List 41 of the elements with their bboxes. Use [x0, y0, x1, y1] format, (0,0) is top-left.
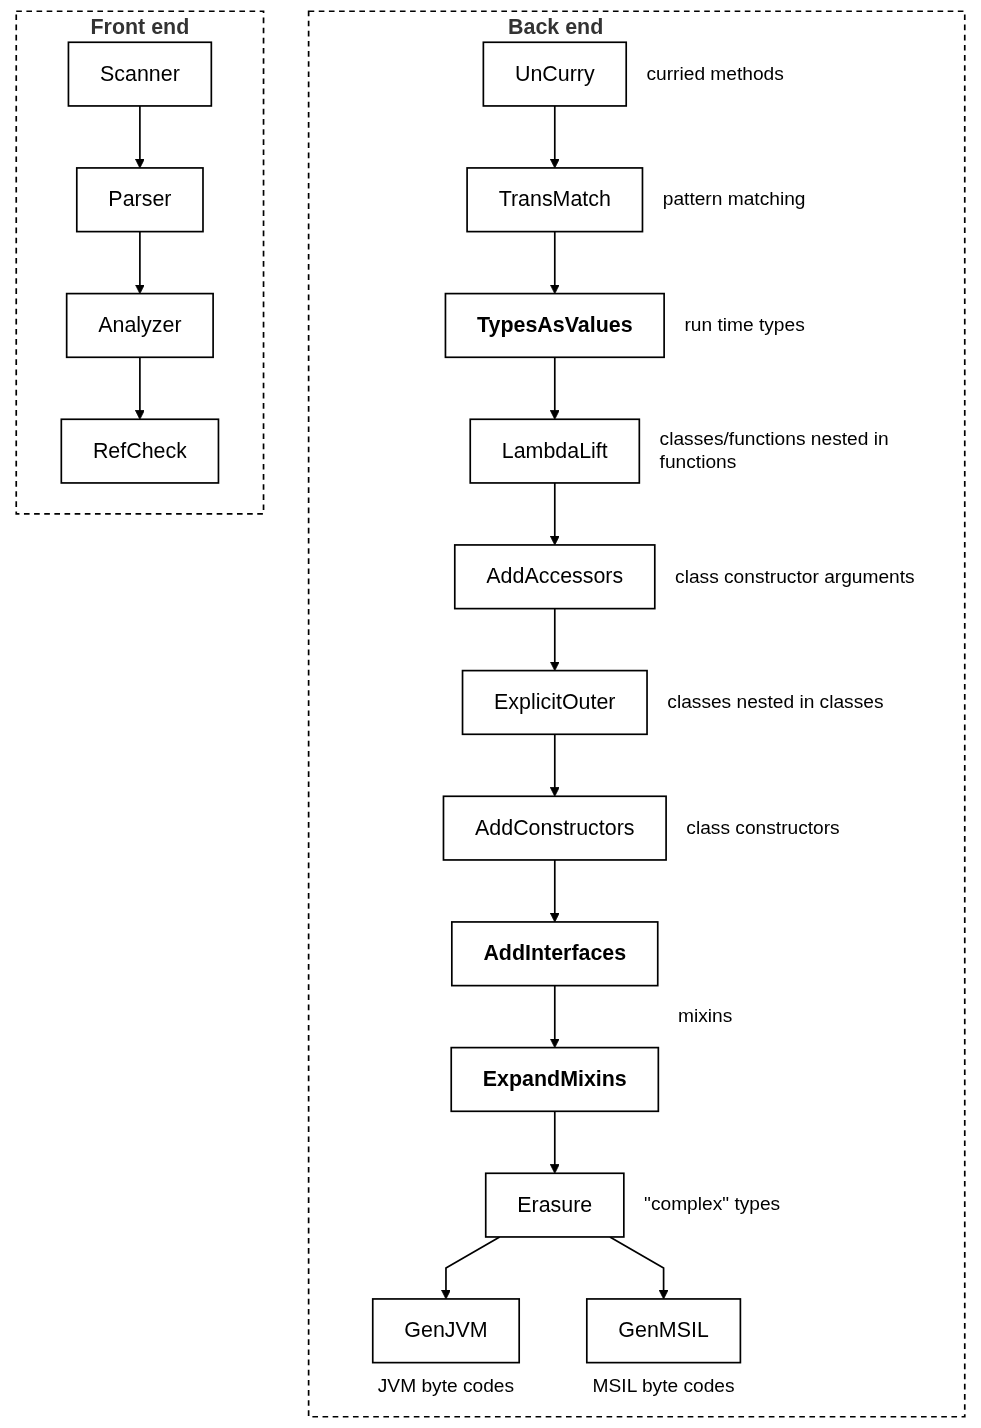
arrow [549, 482, 560, 546]
node-box: TypesAsValues [444, 292, 665, 359]
node-box: Parser [75, 167, 204, 233]
node-box: RefCheck [60, 418, 220, 484]
annotation-text: MSIL byte codes [591, 1373, 736, 1399]
node-box: GenJVM [371, 1298, 521, 1364]
arrow [549, 356, 560, 420]
arrow [134, 356, 145, 420]
arrow [549, 230, 560, 295]
arrow [134, 230, 145, 295]
node-box: AddAccessors [453, 544, 656, 610]
annotation-text: class constructors [686, 815, 841, 841]
annotation-text: JVM byte codes [376, 1373, 516, 1399]
node-box: AddInterfaces [450, 921, 659, 987]
node-box: ExplicitOuter [461, 669, 648, 736]
annotation-text: pattern matching [662, 187, 807, 212]
arrow [549, 1110, 560, 1174]
annotation-text: "complex" types [644, 1192, 782, 1218]
annotation-text: curried methods [646, 61, 785, 86]
annotation-text: classes/functions nested in functions [659, 427, 890, 475]
arrow [441, 1236, 501, 1300]
node-box: ExpandMixins [450, 1046, 660, 1113]
arrow [549, 984, 560, 1049]
node-box: AddConstructors [442, 795, 667, 861]
arrow [609, 1236, 669, 1300]
node-box: TransMatch [466, 167, 644, 233]
arrow [549, 607, 560, 672]
arrow [549, 859, 560, 923]
annotation-text: mixins [678, 1004, 734, 1029]
annotation-text: class constructor arguments [675, 564, 916, 589]
node-box: Analyzer [65, 292, 214, 359]
arrow [134, 105, 145, 169]
node-box: GenMSIL [585, 1298, 742, 1364]
annotation-text: run time types [684, 312, 806, 338]
annotation-text: classes nested in classes [667, 689, 885, 715]
node-box: LambdaLift [469, 418, 641, 484]
node-box: UnCurry [482, 41, 628, 107]
node-box: Erasure [484, 1172, 625, 1238]
arrow [549, 733, 560, 797]
arrow [549, 105, 560, 169]
node-box: Scanner [67, 41, 213, 107]
